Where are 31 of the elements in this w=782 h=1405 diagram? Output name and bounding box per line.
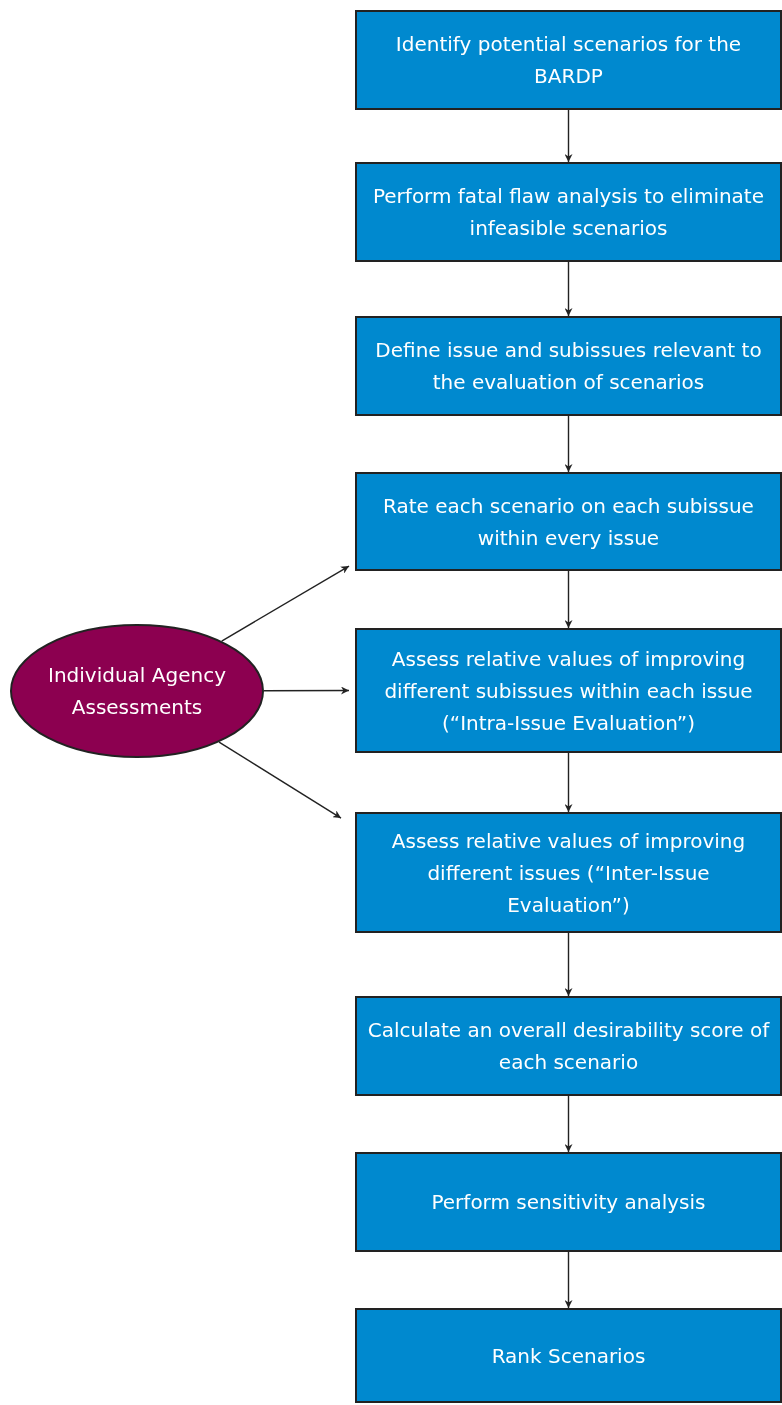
process-box bbox=[355, 316, 782, 416]
step-text: Define issue and subissues relevant to the evaluation of scenarios bbox=[374, 337, 763, 396]
process-box bbox=[355, 1152, 782, 1252]
process-box bbox=[355, 996, 782, 1096]
process-box bbox=[355, 10, 782, 110]
step-text: Rank Scenarios bbox=[491, 1342, 646, 1370]
process-box bbox=[355, 1308, 782, 1403]
arrow bbox=[564, 1095, 573, 1153]
arrow bbox=[564, 1251, 573, 1309]
arrow bbox=[221, 565, 350, 642]
arrow bbox=[564, 415, 573, 473]
step-text: Rate each scenario on each subissue within every issue bbox=[382, 492, 755, 552]
step-text: Calculate an overall desirability score of each scenario bbox=[367, 1017, 770, 1076]
process-box bbox=[355, 812, 782, 933]
process-box bbox=[355, 472, 782, 571]
step-text: Individual Agency Assessments bbox=[47, 662, 227, 721]
step-text: Perform sensitivity analysis bbox=[431, 1189, 706, 1216]
step-text: Assess relative values of improving different subissues within each issue (“Intra-Issue Evaluation”) bbox=[383, 645, 754, 737]
process-box bbox=[355, 162, 782, 262]
arrow bbox=[218, 741, 342, 819]
arrow bbox=[263, 686, 350, 695]
arrow bbox=[564, 932, 573, 997]
arrow bbox=[564, 261, 573, 317]
arrow bbox=[564, 570, 573, 629]
step-text: Perform fatal flaw analysis to eliminate infeasible scenarios bbox=[371, 183, 765, 242]
process-box bbox=[355, 628, 782, 753]
arrow bbox=[564, 752, 573, 813]
step-text: Identify potential scenarios for the BARDP bbox=[394, 31, 743, 90]
input-ellipse bbox=[10, 624, 264, 758]
arrow bbox=[564, 109, 573, 163]
step-text: Assess relative values of improving different issues (“Inter-Issue Evaluation”) bbox=[390, 827, 747, 919]
